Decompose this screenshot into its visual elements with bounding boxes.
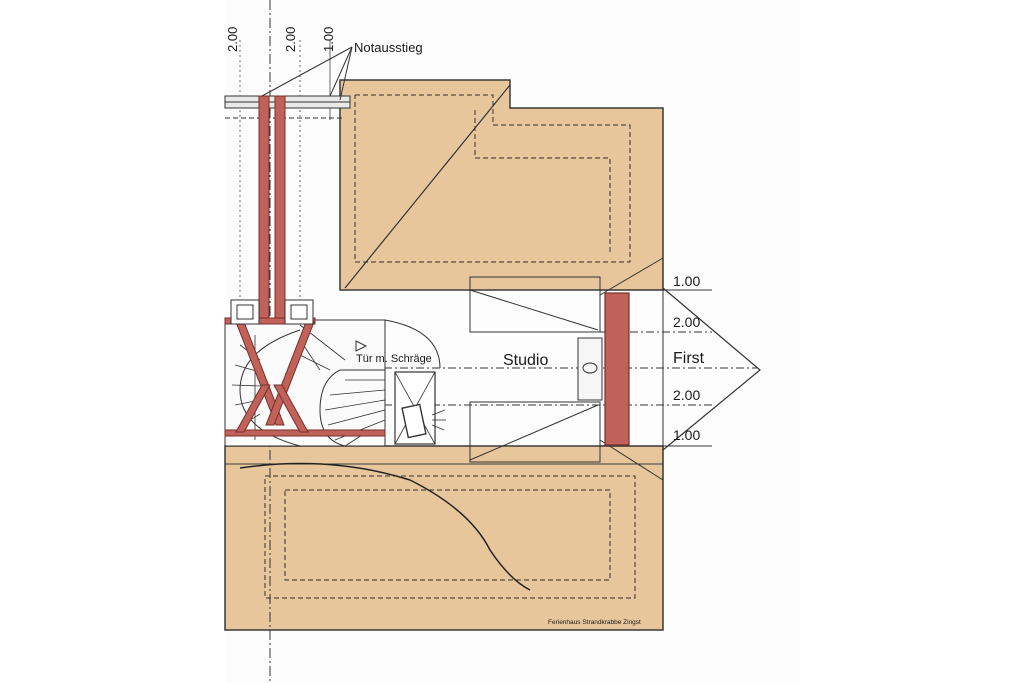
post-symbols	[230, 299, 314, 325]
dim-top-mid: 2.00	[283, 27, 298, 52]
staircase-red-frame	[224, 317, 386, 437]
dim-right-2: 2.00	[673, 314, 700, 330]
upper-roof-area	[339, 79, 664, 291]
studio-diagonal-1	[469, 289, 599, 331]
first-label: First	[673, 350, 705, 367]
door-label: Tür m. Schräge	[356, 353, 432, 365]
dim-right-1: 1.00	[673, 273, 700, 289]
cabinet	[394, 371, 446, 445]
dim-top-right: 1.00	[321, 27, 336, 52]
footer-label: Ferienhaus Strandkrabbe Zingst	[548, 619, 641, 626]
studio-diagonal-2	[469, 404, 599, 461]
dim-right-4: 1.00	[673, 427, 700, 443]
lower-roof-area	[224, 445, 664, 631]
dim-right-3: 2.00	[673, 387, 700, 403]
wash-basin	[577, 337, 603, 401]
notausstieg-leader-2	[329, 46, 353, 97]
dim-top-left: 2.00	[225, 27, 240, 52]
lower-roof-dashed-outer	[264, 475, 636, 599]
notausstieg-label: Notausstieg	[354, 40, 423, 55]
lower-roof-curve	[239, 462, 531, 591]
lower-roof-dashed-inner	[284, 489, 611, 581]
studio-label: Studio	[503, 352, 548, 369]
first-projection-bottom	[599, 439, 664, 481]
first-arrow	[662, 287, 761, 451]
basin-drain	[582, 362, 598, 374]
first-projection-top	[599, 257, 664, 296]
door-arrow-icon	[355, 340, 368, 352]
upper-roof-dashed-inner	[474, 110, 611, 255]
notausstieg-leader-3	[339, 46, 353, 101]
notausstieg-leader-1	[261, 46, 353, 97]
studio-box-bottom	[469, 401, 601, 463]
upper-roof-diagonal	[344, 84, 511, 289]
upper-roof-dashed-outline	[354, 94, 631, 263]
right-beam	[604, 292, 630, 446]
